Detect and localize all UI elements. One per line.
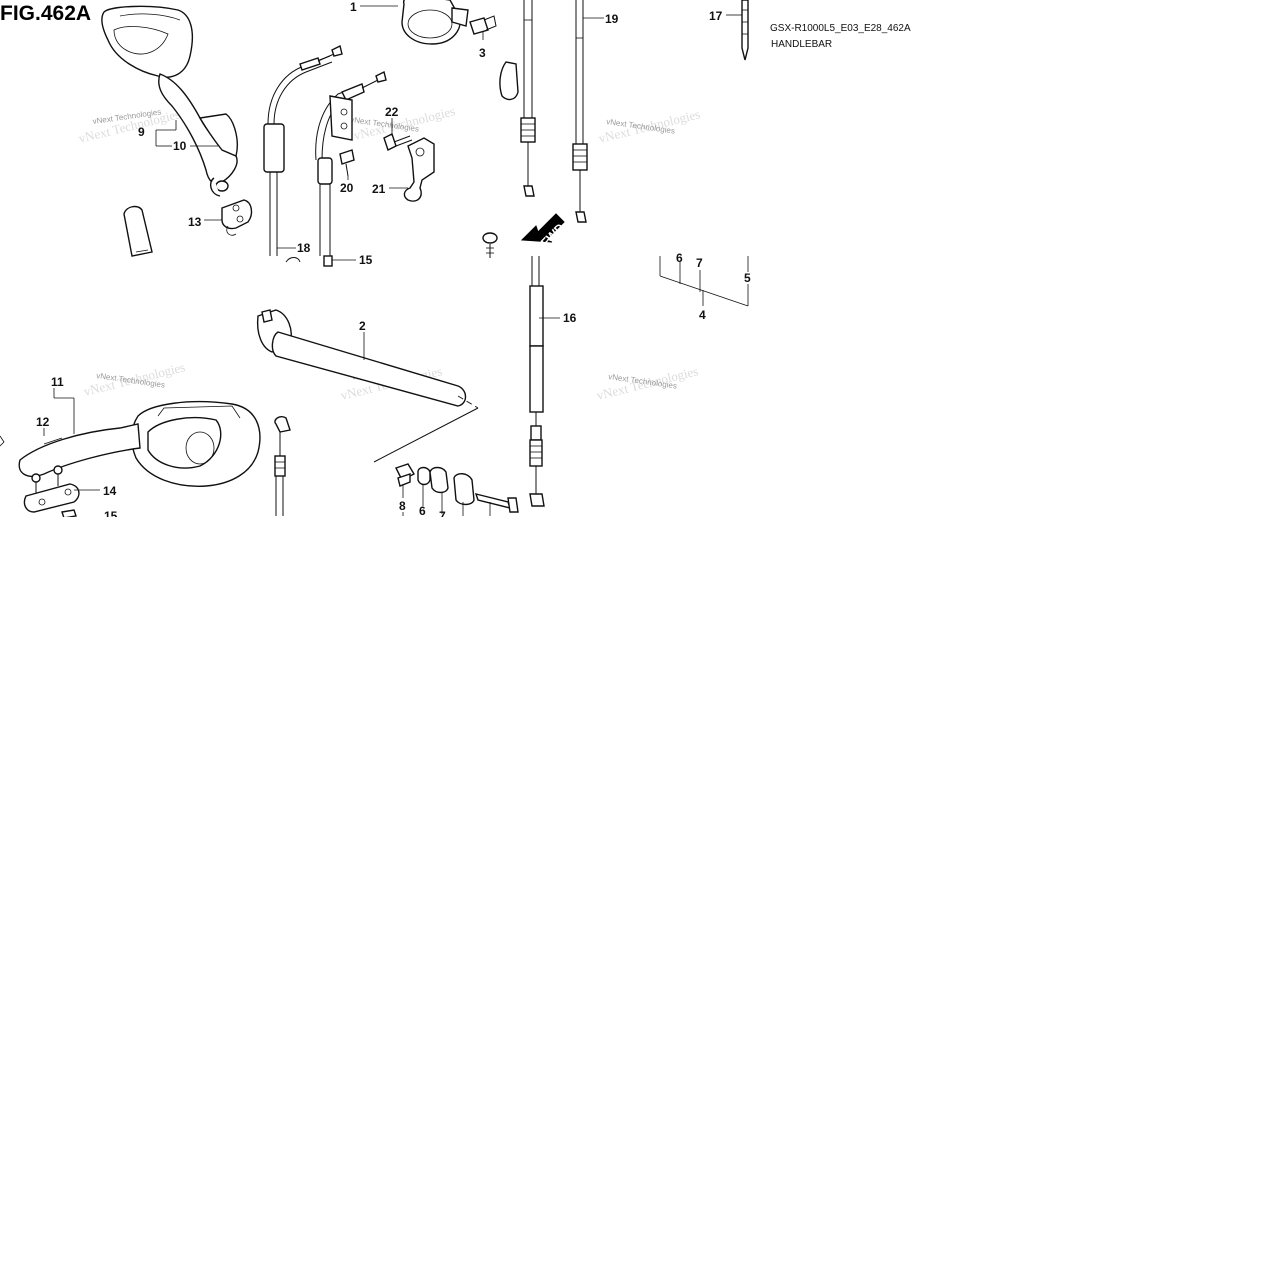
left-mirror bbox=[0, 400, 261, 494]
callout-5: 5 bbox=[744, 271, 751, 285]
callout-9: 9 bbox=[138, 125, 145, 139]
cable-15 bbox=[315, 70, 387, 267]
callout-7: 7 bbox=[439, 509, 446, 523]
clamp-1 bbox=[401, 0, 469, 45]
callout-3: 3 bbox=[479, 46, 486, 60]
callout-19: 19 bbox=[605, 12, 619, 26]
cable-tie-17 bbox=[741, 0, 749, 61]
callout-14: 14 bbox=[103, 484, 117, 498]
mirror-bracket-14 bbox=[23, 483, 80, 513]
callouts: 1 3 19 17 9 10 13 18 15 20 21 22 16 2 11… bbox=[36, 0, 751, 523]
callout-15: 15 bbox=[359, 253, 373, 267]
callout-20: 20 bbox=[340, 181, 354, 195]
nut-15 bbox=[61, 509, 77, 519]
bar-end-parts bbox=[395, 463, 519, 513]
handlebar-2 bbox=[256, 309, 479, 463]
cable-18 bbox=[263, 44, 343, 263]
callout-7b: 7 bbox=[696, 256, 703, 270]
figure-code: GSX-R1000L5_E03_E28_462A bbox=[770, 23, 911, 34]
callout-8: 8 bbox=[399, 499, 406, 513]
screw-small bbox=[482, 232, 498, 258]
cable-19 bbox=[572, 0, 588, 223]
cable-16-lower bbox=[529, 256, 545, 507]
callout-11: 11 bbox=[51, 375, 64, 389]
callout-10: 10 bbox=[173, 139, 187, 153]
throttle-housing bbox=[499, 61, 519, 101]
leader-lines bbox=[43, 5, 749, 516]
fwd-label: FWD bbox=[538, 220, 567, 249]
mirror-bracket-13 bbox=[221, 199, 253, 236]
callout-1: 1 bbox=[350, 0, 357, 14]
callout-6: 6 bbox=[419, 504, 426, 518]
section-title: HANDLEBAR bbox=[771, 39, 832, 50]
callout-6b: 6 bbox=[676, 251, 683, 265]
bolt-20 bbox=[339, 149, 355, 177]
callout-22: 22 bbox=[385, 105, 399, 119]
callout-4: 4 bbox=[699, 308, 706, 322]
bolt-22 bbox=[383, 133, 413, 151]
cable-16-upper bbox=[520, 0, 536, 197]
callout-18: 18 bbox=[297, 241, 311, 255]
callout-21: 21 bbox=[372, 182, 386, 196]
bracket-21 bbox=[403, 137, 435, 202]
callout-16: 16 bbox=[563, 311, 577, 325]
callout-2: 2 bbox=[359, 319, 366, 333]
callout-13: 13 bbox=[188, 215, 202, 229]
cable-lower bbox=[274, 415, 291, 516]
bolt-3 bbox=[469, 15, 497, 35]
blank-area bbox=[0, 517, 1285, 1285]
figure-title: FIG.462A bbox=[0, 2, 91, 25]
grip-stub bbox=[123, 205, 153, 257]
right-mirror bbox=[101, 5, 238, 197]
fwd-arrow-icon: FWD bbox=[520, 213, 567, 250]
callout-12: 12 bbox=[36, 415, 50, 429]
callout-17: 17 bbox=[709, 9, 723, 23]
